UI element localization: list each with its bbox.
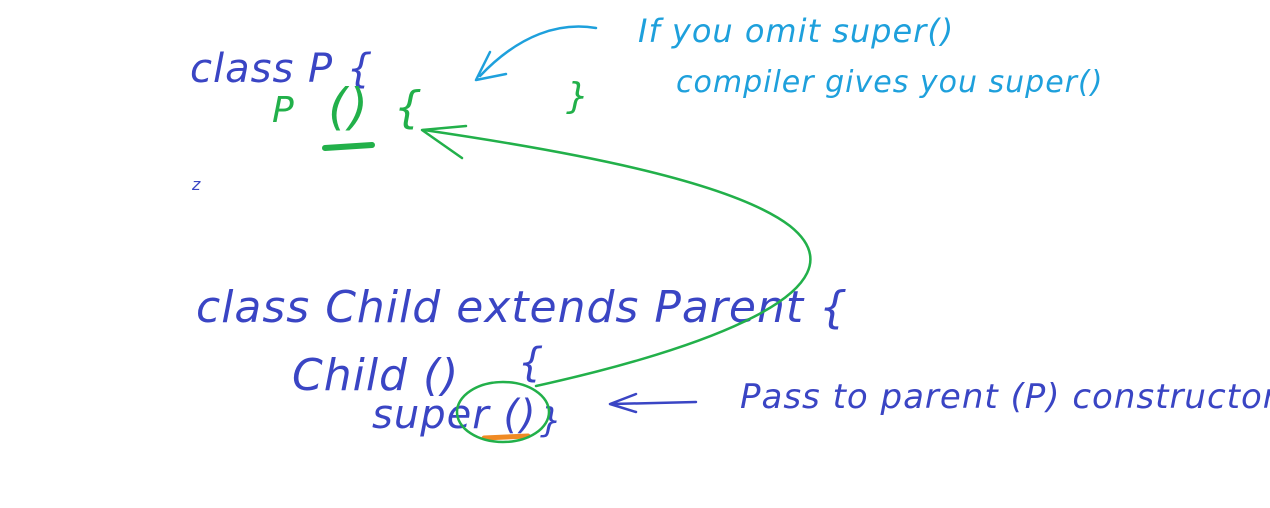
omit-note-arrow-head	[474, 50, 508, 82]
omit-note-line-1: If you omit super()	[638, 12, 954, 50]
omit-note-line-2: compiler gives you super()	[676, 65, 1103, 100]
omit-super-note: If you omit super() compiler gives you s…	[474, 12, 1103, 100]
super-call-underline	[481, 433, 531, 441]
child-constructor-close-brace: }	[540, 401, 563, 441]
parent-constructor-underline	[322, 142, 375, 151]
pass-note-text: Pass to parent (P) constructor	[740, 377, 1270, 417]
parent-constructor-open-brace: {	[394, 82, 423, 133]
child-class-block: class Child extends Parent { Child () { …	[196, 282, 848, 444]
pass-to-parent-note: Pass to parent (P) constructor	[608, 377, 1270, 417]
super-to-parent-arrow	[420, 124, 812, 388]
parent-class-block: class P { P () { } z	[190, 46, 590, 194]
child-constructor-line: Child ()	[292, 350, 459, 401]
super-call: super ()	[372, 392, 537, 438]
parent-constructor-close-brace: }	[566, 76, 590, 117]
pass-note-arrow	[608, 392, 698, 414]
super-to-parent-arrow-head	[420, 124, 468, 160]
child-class-line: class Child extends Parent {	[196, 282, 848, 333]
super-call-circle	[455, 380, 551, 444]
stray-mark: z	[191, 175, 201, 194]
parent-class-line: class P {	[190, 46, 373, 92]
parent-constructor-parens: ()	[328, 78, 369, 136]
super-to-parent-curve	[422, 128, 812, 388]
child-constructor-open-brace: {	[518, 340, 544, 386]
parent-constructor-name: P	[272, 90, 295, 131]
omit-note-arrow-shaft	[478, 25, 598, 78]
